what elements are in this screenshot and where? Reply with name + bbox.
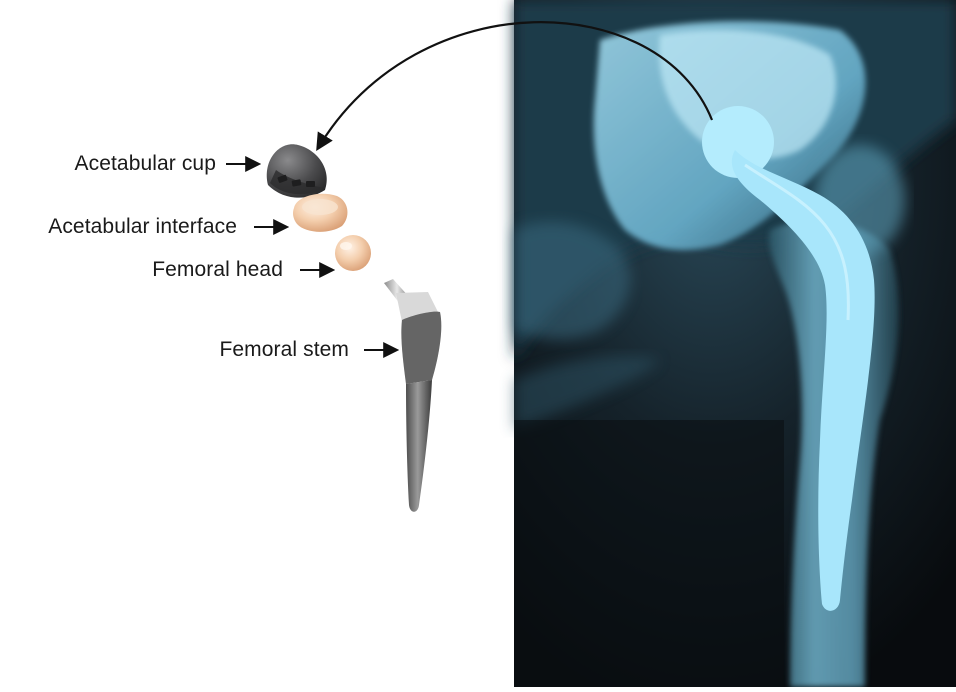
label-acetabular-interface: Acetabular interface — [48, 216, 237, 237]
label-femoral-head: Femoral head — [152, 259, 283, 280]
femoral-head-graphic — [335, 235, 371, 271]
label-acetabular-cup: Acetabular cup — [75, 153, 217, 174]
acetabular-cup-graphic — [267, 144, 327, 197]
label-femoral-stem: Femoral stem — [219, 339, 349, 360]
femoral-stem-graphic — [384, 279, 441, 512]
xray-image — [514, 0, 956, 687]
acetabular-interface-graphic — [293, 194, 347, 232]
